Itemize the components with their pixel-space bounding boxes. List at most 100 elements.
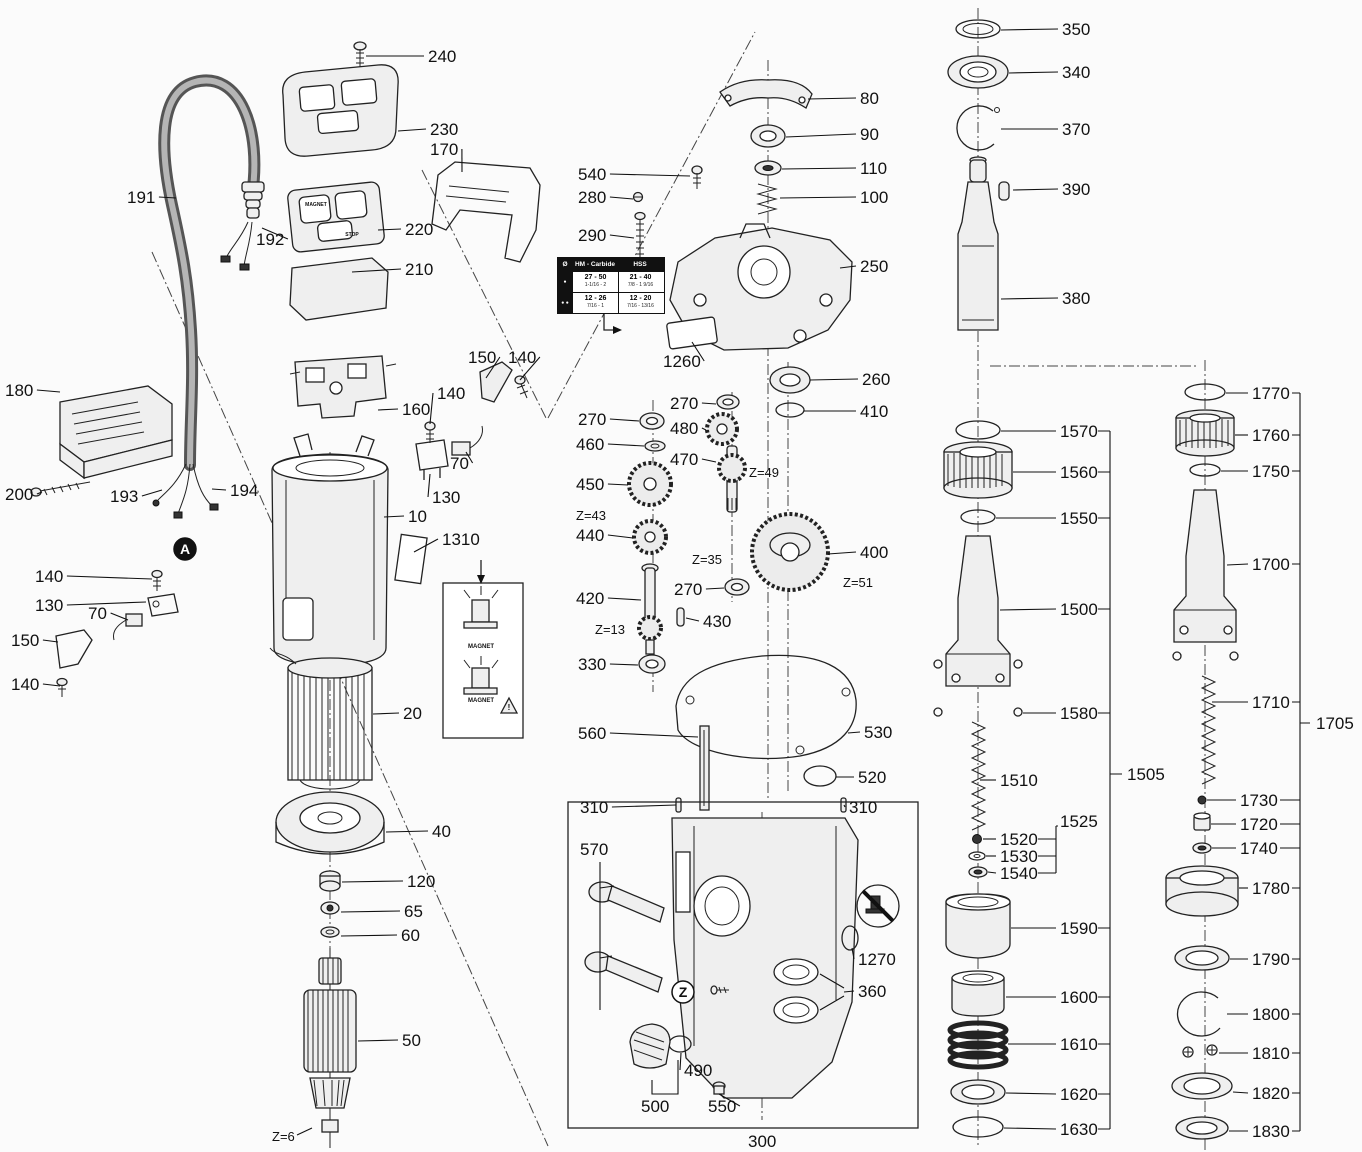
part-1810-screws [1182, 1044, 1218, 1058]
callout-90: 90 [785, 125, 879, 144]
part-460-washer [644, 440, 666, 452]
callout-label: 70 [450, 454, 469, 473]
capacity-table: Ø HM - Carbide HSS ● 27 - 50 1-1/16 - 2 … [557, 257, 665, 314]
callout-label: 1820 [1252, 1084, 1290, 1103]
part-450-gear [627, 461, 673, 507]
callout-label: 390 [1062, 180, 1090, 199]
part-1790-ring [1174, 945, 1230, 971]
callout-label: Z=49 [749, 465, 779, 480]
part-text: MAGNET [468, 644, 494, 650]
row1-carbide-range: 27 - 50 [584, 274, 607, 281]
part-1530-washer [968, 851, 986, 861]
part-65-bearing [320, 901, 340, 915]
part-60-ring [320, 926, 340, 938]
part-1580-pins [933, 659, 1023, 717]
part-220-switch-panel [287, 181, 385, 253]
part-1720-sleeve [1193, 812, 1211, 831]
bracket-1505 [1098, 430, 1122, 1130]
callout-250: 250 [839, 257, 888, 276]
part-560-guide-strip [699, 725, 710, 811]
callout-label: 310 [580, 798, 608, 817]
callout-label: 310 [849, 798, 877, 817]
callout-label: 540 [578, 165, 606, 184]
row1-dot-icon: ● [558, 272, 572, 292]
bracket-570 [599, 862, 615, 1010]
row2-hss-inches: 7/16 - 13/16 [627, 303, 654, 309]
part-540-screw [691, 165, 703, 189]
callout-label: 420 [576, 589, 604, 608]
callout-label: 570 [580, 840, 608, 859]
part-80-yoke [719, 79, 813, 109]
bracket-500 [651, 1060, 679, 1095]
callout-1610: 1610 [1008, 1035, 1098, 1054]
callout-1710: 1710 [1212, 693, 1290, 712]
callout-480: 480 [670, 419, 707, 438]
callout-1505: 1505 [1127, 765, 1165, 784]
callout-270: 270 [578, 410, 640, 429]
callout-500: 500 [641, 1097, 669, 1116]
callout-label: 470 [670, 450, 698, 469]
part-1590-cup [945, 893, 1011, 959]
part-550-grease-screw [710, 985, 729, 995]
part-310-pin-left [675, 797, 682, 813]
part-180-magnet-base [59, 385, 173, 480]
callout-300: 300 [748, 1132, 776, 1151]
callout-label: 360 [858, 982, 886, 1001]
part-130-holder-left [147, 593, 179, 617]
callout-80: 80 [807, 89, 879, 108]
callout-390: 390 [1012, 180, 1090, 199]
callout-label: 270 [674, 580, 702, 599]
callout-label: 1570 [1060, 422, 1098, 441]
warning-triangle-icon [499, 696, 519, 714]
callout-label: 140 [508, 348, 536, 367]
callout-label: 440 [576, 526, 604, 545]
part-340-bearing [947, 55, 1009, 89]
callout-label: 110 [860, 159, 887, 178]
hss-column-header: HSS [633, 261, 647, 268]
callout-label: 1630 [1060, 1120, 1098, 1139]
callout-380: 380 [1000, 289, 1090, 308]
callout-290: 290 [578, 226, 635, 245]
row2-hss-range: 12 - 20 [629, 295, 652, 302]
part-text: STOP [345, 232, 359, 238]
callout-193: 193 [110, 487, 163, 506]
callout-150: 150 [468, 348, 501, 379]
callout-label: Z=51 [843, 575, 873, 590]
callout-label: 340 [1062, 63, 1090, 82]
callout-1510: 1510 [980, 771, 1038, 790]
part-1600-sleeve [951, 970, 1005, 1017]
callout-450: 450 [576, 475, 629, 494]
callout-1560: 1560 [1013, 463, 1098, 482]
callout-label: 70 [88, 604, 107, 623]
part-70-brush-left [113, 613, 143, 641]
callout-410: 410 [804, 402, 888, 421]
part-290-screw [634, 211, 646, 261]
callout-310: 310 [580, 798, 677, 817]
callout-label: 490 [684, 1061, 712, 1080]
callout-label: 270 [578, 410, 606, 429]
callout-60: 60 [340, 926, 420, 945]
part-130-brush-holder-right [415, 439, 449, 480]
part-270-bearing-upper [716, 394, 740, 410]
callout-1800: 1800 [1227, 1005, 1290, 1024]
part-text: MAGNET [468, 698, 494, 704]
part-1770-ring [1184, 383, 1226, 401]
callout-340: 340 [1008, 63, 1090, 82]
callout-200: 200 [5, 485, 43, 504]
callout-10: 10 [383, 507, 427, 526]
part-250-gearbox-housing [669, 223, 853, 351]
callout-40: 40 [385, 822, 451, 841]
callout-350: 350 [1000, 20, 1090, 39]
callout-label: 1610 [1060, 1035, 1098, 1054]
callout-label: 170 [430, 140, 458, 159]
callout-label: 250 [860, 257, 888, 276]
callout-label: 520 [858, 768, 886, 787]
no-magnet-drilling-icon [856, 884, 900, 928]
row1-hss-range: 21 - 40 [629, 274, 652, 281]
callout-label: 530 [864, 723, 892, 742]
part-430-pin [676, 607, 685, 627]
callout-label: 240 [428, 47, 456, 66]
bracket-1525 [1038, 825, 1058, 874]
badge-A: A [173, 537, 197, 561]
